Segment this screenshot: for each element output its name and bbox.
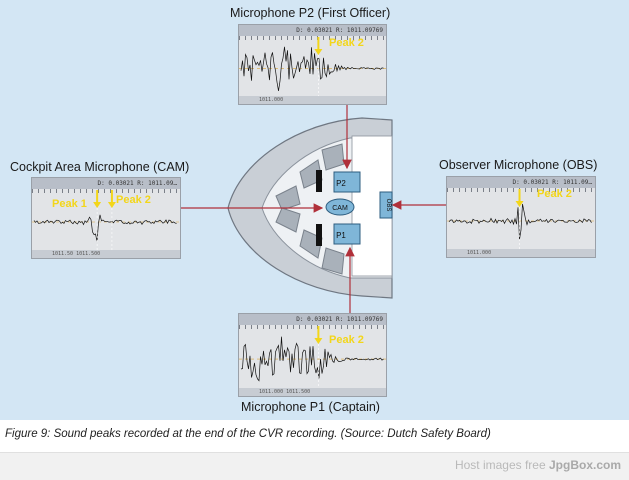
label-cam: Cockpit Area Microphone (CAM): [10, 160, 190, 174]
waveform-panel-p1: D: 0.03021 R: 1011.09769 Peak 2 1011.000…: [238, 313, 387, 397]
peak-arrow-icon: [107, 202, 116, 208]
peak-arrow-icon: [93, 202, 102, 208]
seat-label-p1: P1: [336, 231, 346, 240]
seat-box-p2: [333, 171, 361, 193]
peak-1-label: Peak 1: [52, 198, 87, 210]
obs-tag: OBS: [385, 199, 391, 212]
peak-2-label: Peak 2: [329, 334, 364, 346]
waveform-trace: [240, 46, 384, 91]
seat-box-p1: [333, 223, 361, 245]
panel-footer: 1011.000: [239, 96, 386, 104]
peak-arrow-icon: [314, 49, 323, 55]
panel-footer: 1011.000 1011.500: [239, 388, 386, 396]
watermark-brand: JpgBox.com: [548, 458, 621, 472]
label-p2: Microphone P2 (First Officer): [230, 6, 391, 20]
panel-footer: 1011.50 1011.500: [32, 250, 180, 258]
peak-2-label: Peak 2: [116, 194, 151, 206]
figure-caption: Figure 9: Sound peaks recorded at the en…: [5, 428, 491, 440]
seat-back-p2: [316, 170, 322, 192]
watermark[interactable]: Host images free JpgBox.com: [455, 458, 621, 472]
window: [321, 247, 345, 275]
peak-2-label: Peak 2: [329, 37, 364, 49]
seat-label-cam: CAM: [332, 205, 348, 212]
page-footer: Host images free JpgBox.com: [0, 452, 629, 480]
seat-back-p1: [316, 224, 322, 246]
waveform: [239, 37, 386, 96]
waveform-panel-cam: D: 0.03021 R: 1011.09… Peak 1 Peak 2 101…: [31, 177, 181, 259]
waveform-panel-obs: D: 0.03021 R: 1011.09… Peak 2 1011.000: [446, 176, 596, 258]
waveform: [32, 190, 180, 250]
figure: P2 CAM P1 OBS Microphone P2 (First Offic…: [0, 0, 629, 420]
panel-header: D: 0.03021 R: 1011.09…: [32, 178, 180, 189]
window: [275, 207, 301, 233]
seat-label-p2: P2: [336, 179, 346, 188]
label-obs: Observer Microphone (OBS): [439, 158, 598, 172]
panel-header: D: 0.03021 R: 1011.09769: [239, 314, 386, 325]
panel-header: D: 0.03021 R: 1011.09…: [447, 177, 595, 188]
waveform-trace: [448, 203, 592, 240]
panel-header: D: 0.03021 R: 1011.09769: [239, 25, 386, 36]
peak-2-label: Peak 2: [537, 188, 572, 200]
waveform-trace: [33, 214, 177, 242]
panel-footer: 1011.000: [447, 249, 595, 257]
cockpit-diagram: P2 CAM P1 OBS: [180, 102, 446, 314]
seat-box-cam: [325, 198, 355, 216]
peak-arrow-icon: [515, 201, 524, 207]
waveform-panel-p2: D: 0.03021 R: 1011.09769 Peak 2 1011.000: [238, 24, 387, 105]
label-p1: Microphone P1 (Captain): [241, 400, 380, 414]
waveform-trace: [240, 336, 384, 382]
waveform: [239, 326, 386, 388]
peak-arrow-icon: [314, 338, 323, 344]
watermark-prefix: Host images free: [454, 458, 549, 472]
waveform: [447, 189, 595, 249]
window: [275, 185, 301, 211]
